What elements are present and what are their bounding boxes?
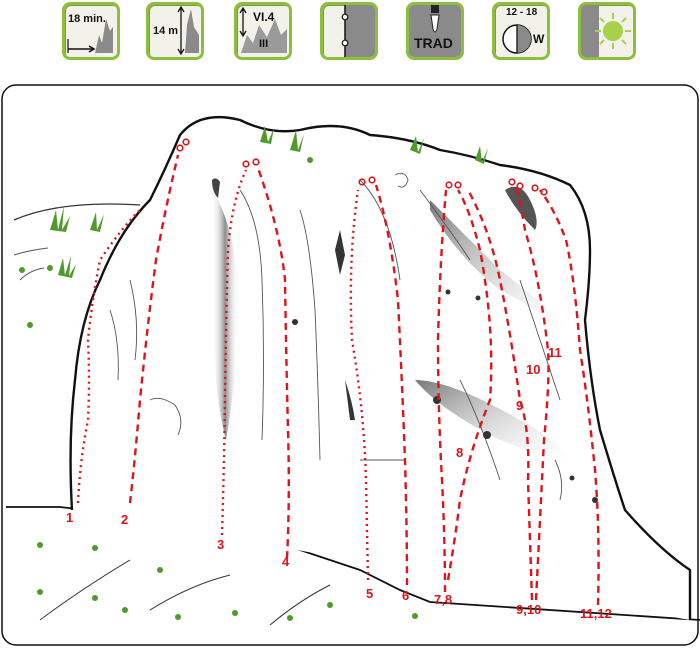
route-line-5 — [349, 189, 370, 581]
route-label-10: 10 — [526, 362, 541, 377]
route-line-4 — [256, 167, 290, 559]
aspect-label: W — [533, 32, 545, 46]
route-label-2: 2 — [121, 512, 129, 527]
approach-time-icon: 18 min. — [62, 2, 120, 60]
sun-exposure-icon — [578, 2, 636, 60]
approach-time-label: 18 min. — [68, 13, 106, 25]
anchors — [176, 138, 548, 196]
route-label-9: 9 — [516, 398, 524, 413]
bolted-protection-icon — [320, 2, 378, 60]
route-line-8 — [446, 189, 493, 581]
chimney-shade — [212, 190, 239, 440]
trad-label: TRAD — [414, 35, 453, 51]
sun-hours-clock-icon: 12 - 18 W — [492, 2, 550, 60]
wall-height-label: 14 m — [153, 25, 179, 37]
route-line-10 — [514, 187, 550, 601]
route-line-7-8 — [436, 189, 448, 593]
route-line-2 — [128, 154, 180, 504]
grass-tufts — [50, 126, 488, 278]
route-label-11: 11 — [548, 345, 562, 360]
trad-protection-icon: TRAD — [406, 2, 464, 60]
route-line-11 — [539, 189, 600, 606]
route-lines — [76, 154, 600, 606]
sun-hours-label: 12 - 18 — [506, 7, 538, 18]
grade-top-label: VI.4 — [253, 10, 275, 24]
topo-drawing — [1, 84, 700, 646]
route-label-8: 8 — [456, 445, 464, 460]
ramp-shade — [415, 380, 575, 470]
wall-height-icon: 14 m — [146, 2, 204, 60]
route-label-5: 5 — [366, 586, 374, 601]
route-label-11-12: 11,12 — [580, 606, 612, 621]
route-label-7-8: 7,8 — [434, 592, 453, 607]
info-icon-bar: 18 min. 14 m VI.4 III — [0, 0, 700, 70]
route-line-6 — [374, 184, 409, 586]
route-line-1 — [76, 209, 141, 504]
route-label-1: 1 — [66, 510, 74, 525]
grade-bottom-label: III — [259, 38, 269, 50]
grade-range-icon: VI.4 III — [234, 2, 292, 60]
route-label-4: 4 — [282, 554, 290, 569]
route-label-3: 3 — [217, 537, 225, 552]
crag-topo: 1 2 3 4 5 6 7,8 8 9 9,10 10 11 11,12 — [0, 80, 700, 647]
route-label-9-10: 9,10 — [516, 602, 542, 617]
route-label-6: 6 — [402, 588, 410, 603]
